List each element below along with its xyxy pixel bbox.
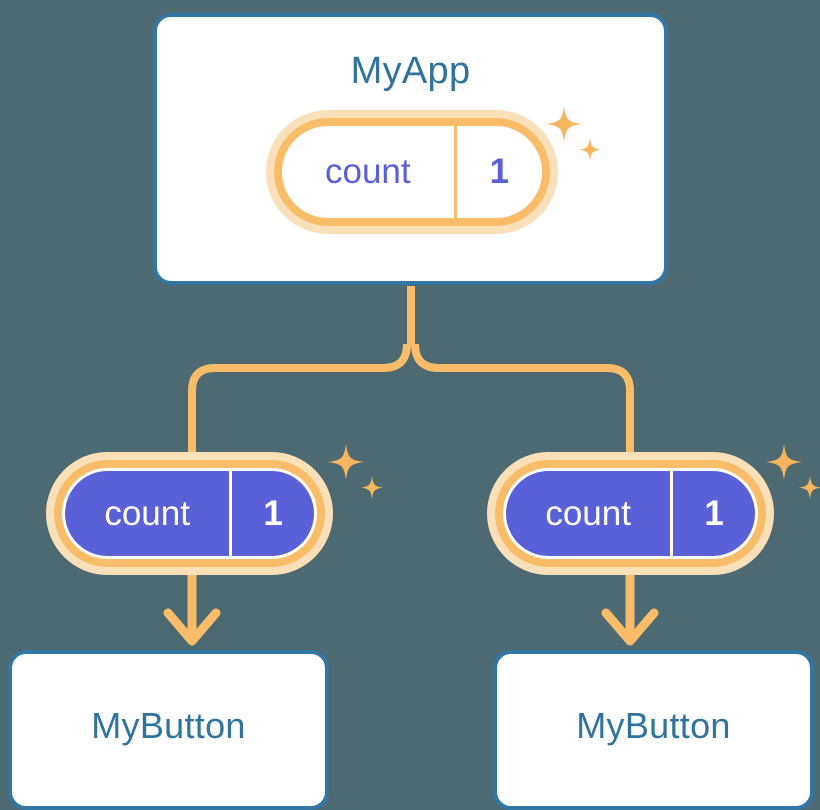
connector-branch-right bbox=[439, 364, 634, 452]
mybutton-card-right[interactable]: MyButton bbox=[493, 650, 814, 810]
state-pill-child-right[interactable]: count 1 bbox=[487, 452, 774, 575]
state-pill-value: 1 bbox=[453, 126, 542, 218]
state-pill-key: count bbox=[324, 152, 411, 191]
state-pill-body: count 1 bbox=[282, 126, 542, 218]
connector-fillet-right bbox=[411, 343, 440, 372]
page-title: MyApp bbox=[350, 50, 471, 92]
state-pill-ring: count 1 bbox=[54, 460, 325, 567]
state-pill-body: count 1 bbox=[62, 468, 317, 559]
connector-branch-left bbox=[188, 364, 383, 452]
state-pill-myapp[interactable]: count 1 bbox=[266, 110, 558, 234]
arrow-down-icon-left bbox=[163, 570, 221, 646]
state-pill-value: 1 bbox=[670, 471, 755, 556]
connector-fillet-left bbox=[382, 343, 411, 372]
state-pill-value: 1 bbox=[229, 471, 314, 556]
arrow-down-icon-right bbox=[601, 570, 659, 646]
mybutton-card-left[interactable]: MyButton bbox=[8, 650, 329, 810]
state-pill-child-left[interactable]: count 1 bbox=[46, 452, 333, 575]
state-pill-body: count 1 bbox=[503, 468, 758, 559]
connector-lines bbox=[163, 286, 659, 646]
mybutton-label-right: MyButton bbox=[576, 705, 731, 746]
mybutton-label-left: MyButton bbox=[91, 705, 246, 746]
state-pill-ring: count 1 bbox=[274, 118, 550, 226]
state-pill-ring: count 1 bbox=[495, 460, 766, 567]
diagram-canvas: MyApp count 1 count 1 MyButton bbox=[8, 13, 820, 810]
state-pill-key: count bbox=[545, 493, 631, 533]
state-pill-key: count bbox=[104, 493, 190, 533]
